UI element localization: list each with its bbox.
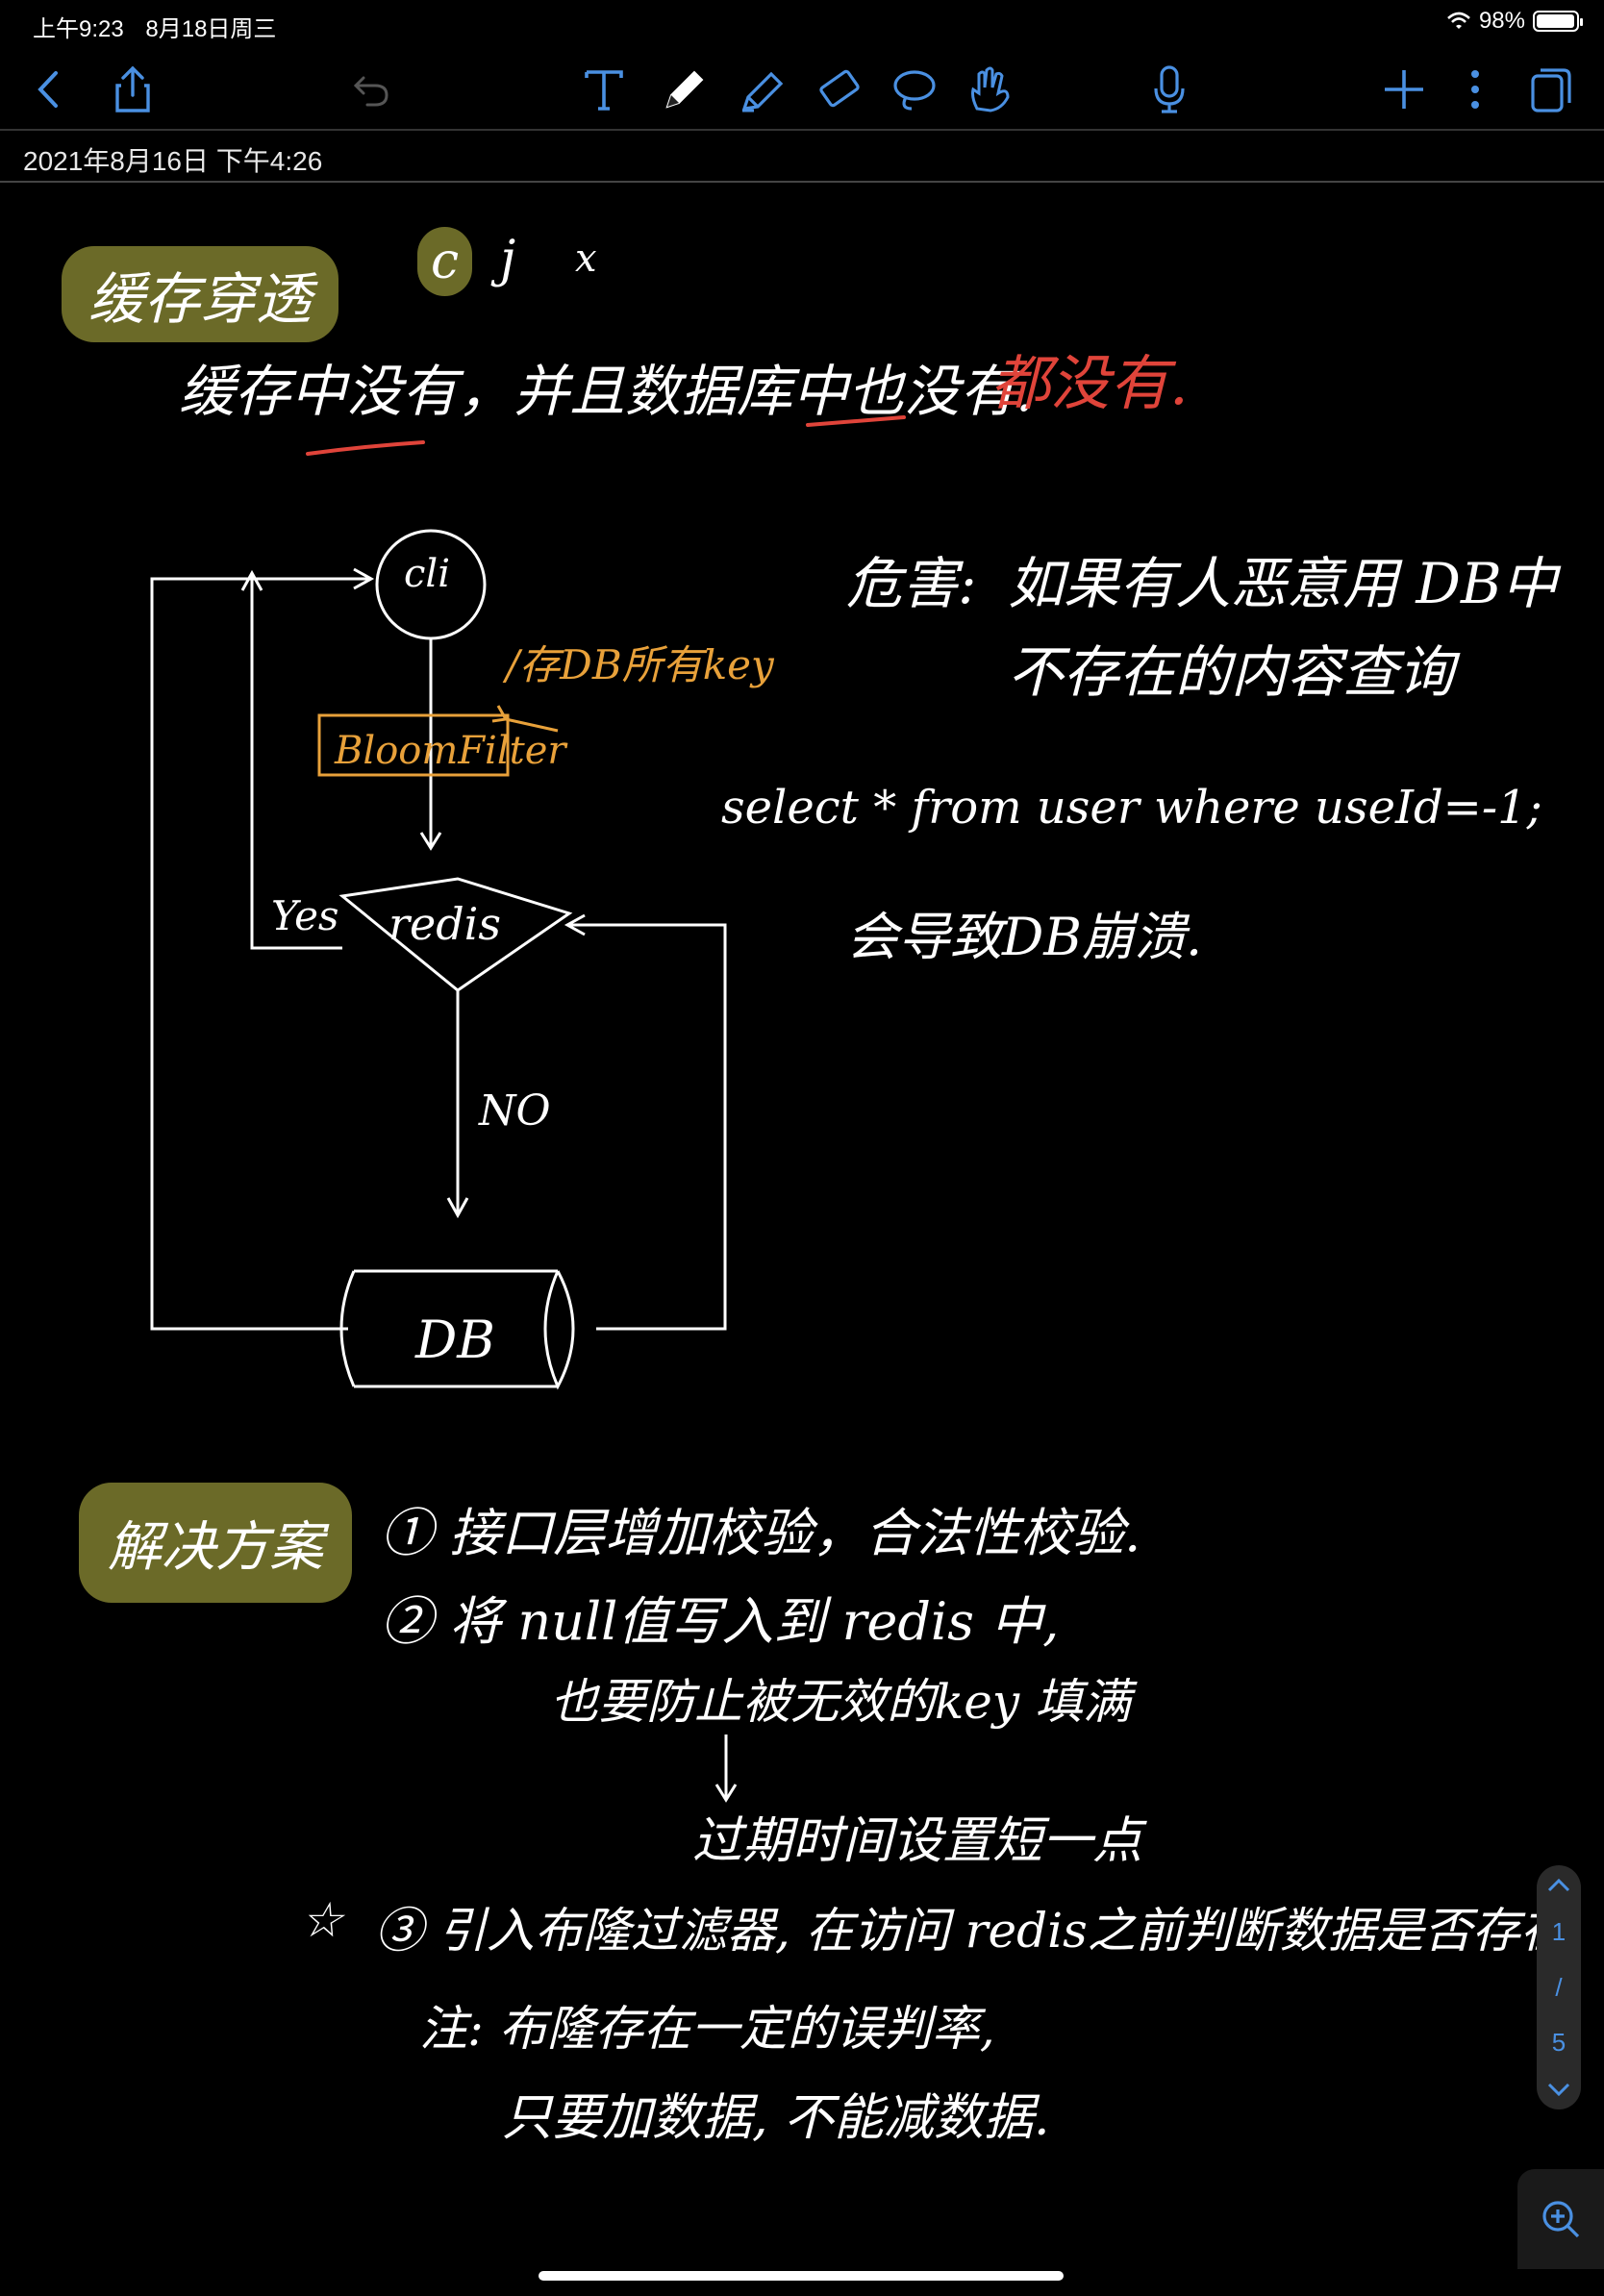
diagram-yes: Yes <box>271 892 339 939</box>
battery-fill <box>1537 14 1574 28</box>
danger-text-1: 如果有人恶意用 DB中 <box>1008 551 1558 616</box>
toolbar-divider <box>0 129 1604 131</box>
page-separator: / <box>1555 1972 1563 2002</box>
home-indicator[interactable] <box>539 2271 1064 2281</box>
highlighter-tool[interactable] <box>737 56 789 123</box>
bloom-note-1: 注: 布隆存在一定的误判率, <box>419 2001 995 2057</box>
page-up-icon[interactable] <box>1547 1879 1570 1892</box>
share-button[interactable] <box>112 56 154 123</box>
undo-icon[interactable] <box>350 68 392 111</box>
text-tool[interactable] <box>581 56 627 123</box>
clock-date: 8月18日周三 <box>145 16 277 42</box>
lasso-tool-icon[interactable] <box>889 64 940 114</box>
add-button[interactable] <box>1381 56 1427 123</box>
down-arrow <box>714 1734 738 1803</box>
diagram-no: NO <box>479 1086 551 1136</box>
heading-cache-penetration: 缓存穿透 <box>62 246 339 342</box>
share-icon[interactable] <box>112 64 154 114</box>
more-button[interactable] <box>1467 56 1483 123</box>
text-tool-icon[interactable] <box>581 64 627 114</box>
danger-text-2: 不存在的内容查询 <box>1008 639 1455 705</box>
diagram-client: cli <box>404 552 450 596</box>
pages-button[interactable] <box>1527 56 1573 123</box>
diagram-bloomfilter: BloomFilter <box>335 729 566 773</box>
page-current: 1 <box>1551 1917 1566 1947</box>
heading-solutions: 解决方案 <box>79 1483 352 1603</box>
crash-note: 会导致DB崩溃. <box>846 907 1203 967</box>
underline-marks <box>306 415 906 456</box>
undo-button[interactable] <box>350 56 392 123</box>
wifi-icon <box>1447 12 1470 29</box>
lasso-tool[interactable] <box>889 56 940 123</box>
clock-time: 上午9:23 <box>33 16 124 42</box>
pages-icon[interactable] <box>1527 64 1573 114</box>
solution-2: ② 将 null值写入到 redis 中, <box>381 1591 1060 1652</box>
highlighter-tool-icon[interactable] <box>737 64 789 114</box>
danger-label: 危害: <box>846 551 977 616</box>
star-mark: ☆ <box>300 1892 343 1948</box>
eraser-tool-icon[interactable] <box>814 64 865 114</box>
header-divider <box>0 181 1604 183</box>
diagram-bloom-note: /存DB所有key <box>506 641 774 688</box>
status-bar-time: 上午9:23 8月18日周三 <box>33 10 276 43</box>
bloom-note-2: 只要加数据, 不能减数据. <box>502 2089 1050 2147</box>
microphone-icon[interactable] <box>1150 63 1189 115</box>
add-icon[interactable] <box>1381 66 1427 112</box>
page-total: 5 <box>1551 2027 1566 2057</box>
status-bar-right: 98% <box>1446 8 1583 35</box>
zoom-button[interactable] <box>1517 2169 1604 2269</box>
sql-query: select * from user where useId=-1; <box>721 781 1542 835</box>
back-icon[interactable] <box>29 65 67 113</box>
eraser-tool[interactable] <box>814 56 865 123</box>
microphone-button[interactable] <box>1150 56 1189 123</box>
pen-tool-icon[interactable] <box>660 64 710 114</box>
solution-3: ③ 引入布隆过滤器, 在访问 redis之前判断数据是否存在 <box>375 1903 1568 1959</box>
page-down-icon[interactable] <box>1547 2083 1570 2096</box>
back-button[interactable] <box>29 56 67 123</box>
page-indicator[interactable]: 1 / 5 <box>1537 1865 1581 2109</box>
definition-red: 都没有. <box>990 348 1189 418</box>
more-icon[interactable] <box>1467 66 1483 112</box>
hand-tool[interactable] <box>965 56 1014 123</box>
diagram-redis: redis <box>388 898 501 950</box>
heading-letter-j: j <box>500 231 516 288</box>
diagram-db: DB <box>415 1310 495 1370</box>
note-date: 2021年8月16日 下午4:26 <box>23 146 323 176</box>
expire-note: 过期时间设置短一点 <box>692 1812 1143 1870</box>
zoom-in-icon[interactable] <box>1540 2198 1582 2240</box>
battery-percent: 98% <box>1478 8 1525 34</box>
hand-tool-icon[interactable] <box>965 64 1014 114</box>
battery-icon <box>1533 11 1583 32</box>
definition-line: 缓存中没有，并且数据库中也没有. <box>179 359 1034 424</box>
heading-letter-c: c <box>417 227 473 296</box>
heading-letter-x: x <box>575 237 597 281</box>
solution-2-note: 也要防止被无效的key 填满 <box>550 1674 1132 1730</box>
solution-1: ① 接口层增加校验，合法性校验. <box>381 1503 1141 1563</box>
flow-diagram <box>150 529 727 1390</box>
pen-tool[interactable] <box>660 56 710 123</box>
